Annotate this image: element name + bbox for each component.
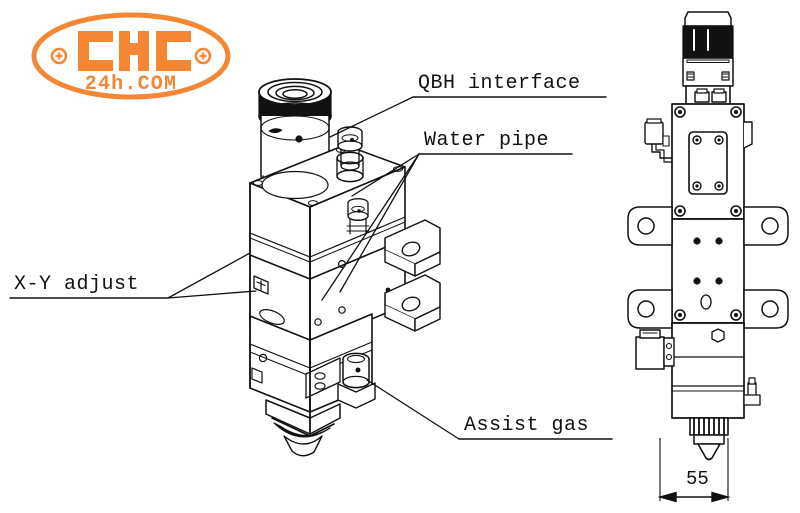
- nozzle-side-valve-block: [305, 357, 341, 399]
- front-bracket-hole-ul: [637, 217, 655, 235]
- mounting-bracket-lower: [384, 274, 441, 332]
- assist-gas-port: [337, 352, 376, 409]
- front-cover-plate: [688, 131, 728, 195]
- logo-oval-outline: [31, 12, 231, 100]
- bracket-hole-upper: [401, 241, 421, 257]
- logo-svg: 24h.COM CNC: [31, 12, 231, 100]
- front-xy-body: [671, 218, 745, 324]
- front-bracket-lower: [627, 289, 789, 329]
- front-assist-gas-block: [635, 329, 675, 370]
- callout-label-xy-adjust: X-Y adjust: [14, 273, 140, 296]
- qbh-keyway-slot: [268, 128, 283, 134]
- front-bracket-upper: [627, 206, 789, 246]
- qbh-locating-pin: [295, 135, 303, 143]
- callout-label-water-pipe: Water pipe: [424, 129, 550, 152]
- dim-arrow-left-width-55: [657, 491, 677, 503]
- mounting-bracket-upper: [384, 219, 441, 277]
- water-pipe-fitting-upper: [336, 126, 364, 183]
- front-hole-br: [715, 277, 723, 285]
- front-hole-bl: [693, 277, 701, 285]
- logo-primary-text-marks: [78, 31, 191, 71]
- callout-leader-water-pipe-1: [339, 153, 420, 293]
- dimension-value-55: 55: [686, 468, 709, 490]
- logo-left-screw-icon: [50, 47, 68, 65]
- front-left-connector: [644, 118, 673, 163]
- front-bracket-hole-lr: [761, 300, 779, 318]
- nozzle-cone: [283, 435, 323, 457]
- callout-label-qbh-interface: QBH interface: [418, 72, 581, 95]
- nozzle-tip-assembly: [265, 399, 341, 457]
- front-bracket-hole-ll: [637, 300, 655, 318]
- logo-secondary-text: 24h.COM: [85, 73, 177, 96]
- callout-leader-qbh-interface-0: [329, 96, 414, 138]
- left-face-oval-recess: [259, 309, 285, 325]
- front-nozzle-assembly: [689, 417, 729, 461]
- water-pipe-fitting-mid: [346, 198, 370, 235]
- front-lower-body: [671, 294, 745, 419]
- xy-adjust-housing: [249, 238, 406, 346]
- bracket-hole-lower: [401, 296, 421, 312]
- dim-arrow-right-width-55: [711, 491, 731, 503]
- assist-gas-hex-base: [337, 382, 376, 409]
- callout-leader-x-y-adjust-0: [167, 252, 251, 299]
- nozzle-ribbed-band: [273, 422, 331, 438]
- front-qbh-connector: [682, 11, 734, 87]
- front-hex-nut: [711, 328, 725, 343]
- callout-leader-assist-gas-0: [366, 379, 460, 440]
- front-nozzle-cone: [697, 443, 721, 461]
- front-hole-tr: [715, 237, 723, 245]
- cnc24h-logo: 24h.COM CNC: [26, 10, 236, 102]
- callout-leader-water-pipe-2: [321, 153, 420, 301]
- callout-label-assist-gas: Assist gas: [464, 414, 590, 437]
- front-hole-tl: [693, 237, 701, 245]
- front-main-body: [671, 103, 753, 220]
- callout-leader-x-y-adjust-1: [167, 290, 257, 299]
- front-bracket-hole-ur: [761, 217, 779, 235]
- logo-right-screw-icon: [194, 47, 212, 65]
- front-right-small-port: [743, 377, 761, 406]
- callout-leader-water-pipe-0: [351, 153, 420, 197]
